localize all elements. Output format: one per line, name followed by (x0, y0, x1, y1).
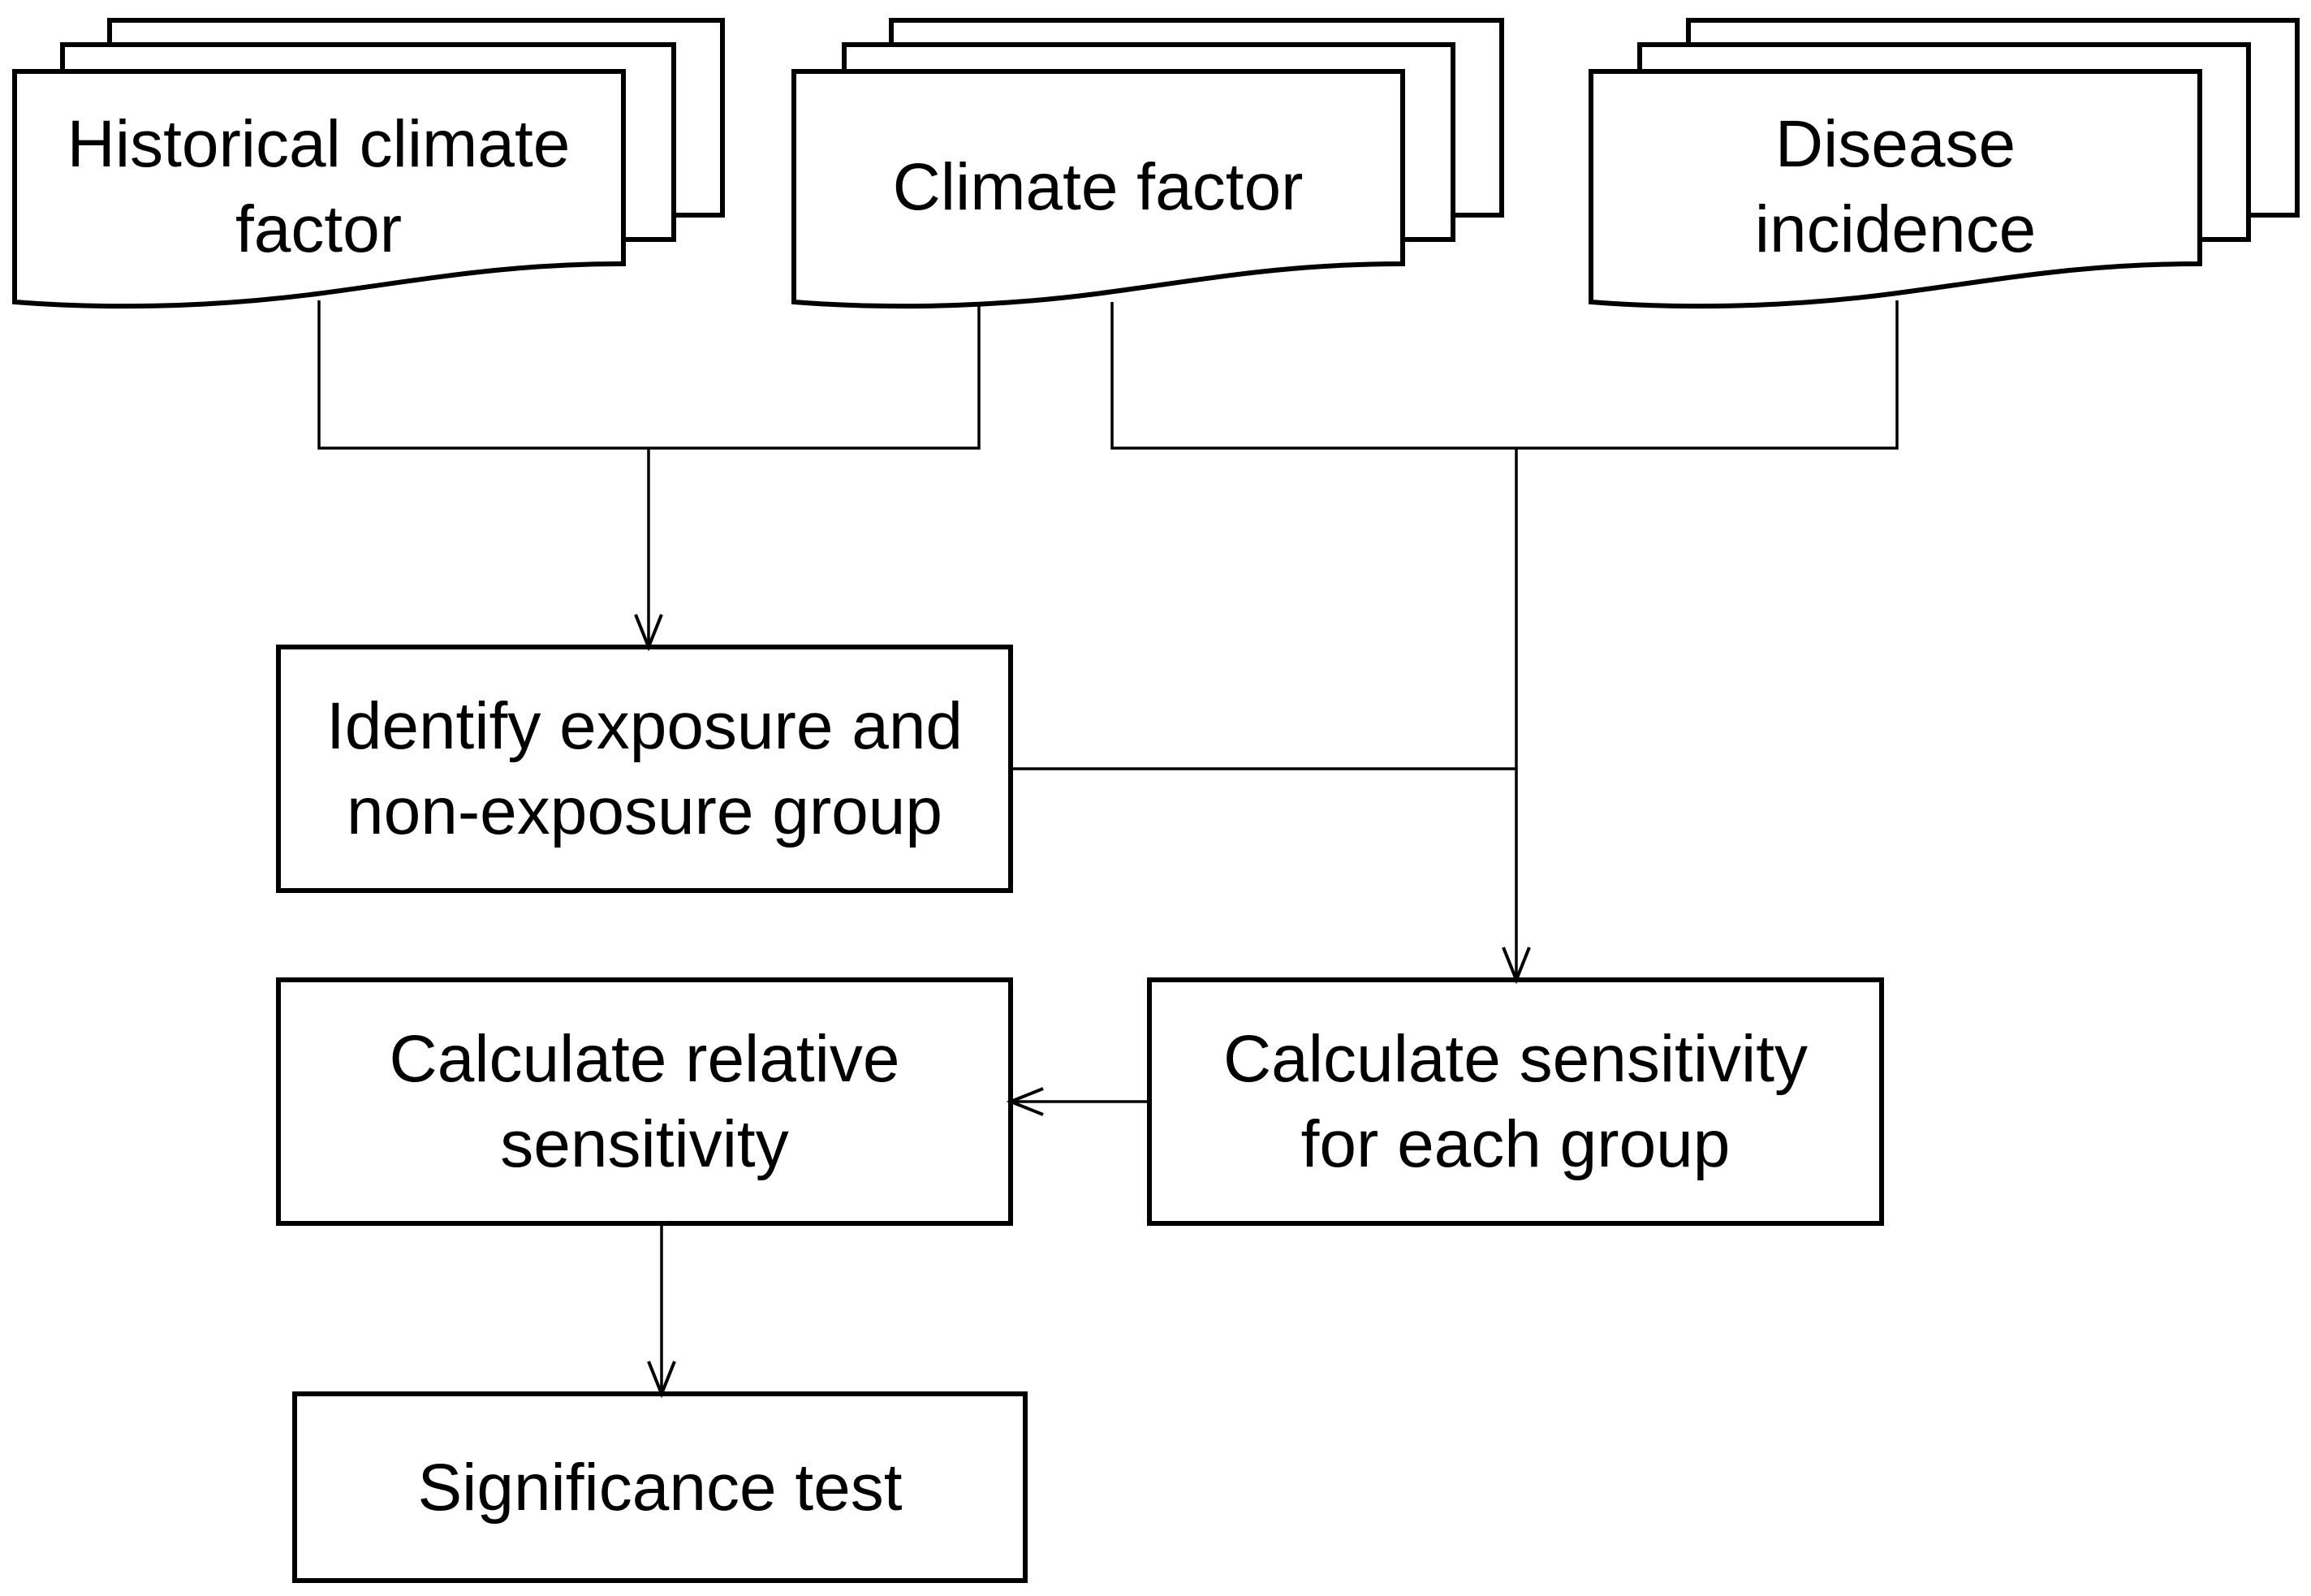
document-front-sheet (1589, 69, 2202, 309)
label-significance-test: Significance test (417, 1450, 903, 1525)
process-box-calc-relative (276, 977, 1013, 1226)
label-historical-climate-factor: Historical climate factor (67, 107, 571, 266)
label-disease-incidence: Disease incidence (1754, 107, 2037, 266)
document-front-sheet (791, 69, 1405, 309)
document-climate-factor (791, 18, 1504, 309)
label-climate-factor: Climate factor (892, 149, 1304, 224)
document-historical-climate-factor (12, 18, 725, 309)
label-calc-relative: Calculate relative sensitivity (389, 1022, 900, 1181)
connector-historical-and-climate-to-identify (317, 300, 981, 647)
document-front-sheet (12, 69, 626, 309)
connector-climate-and-disease-to-sensitivity (1110, 300, 1899, 980)
document-disease-incidence (1589, 18, 2300, 309)
label-identify-groups: Identify exposure and non-exposure group (326, 689, 964, 848)
label-calc-sensitivity: Calculate sensitivity for each group (1222, 1022, 1809, 1181)
